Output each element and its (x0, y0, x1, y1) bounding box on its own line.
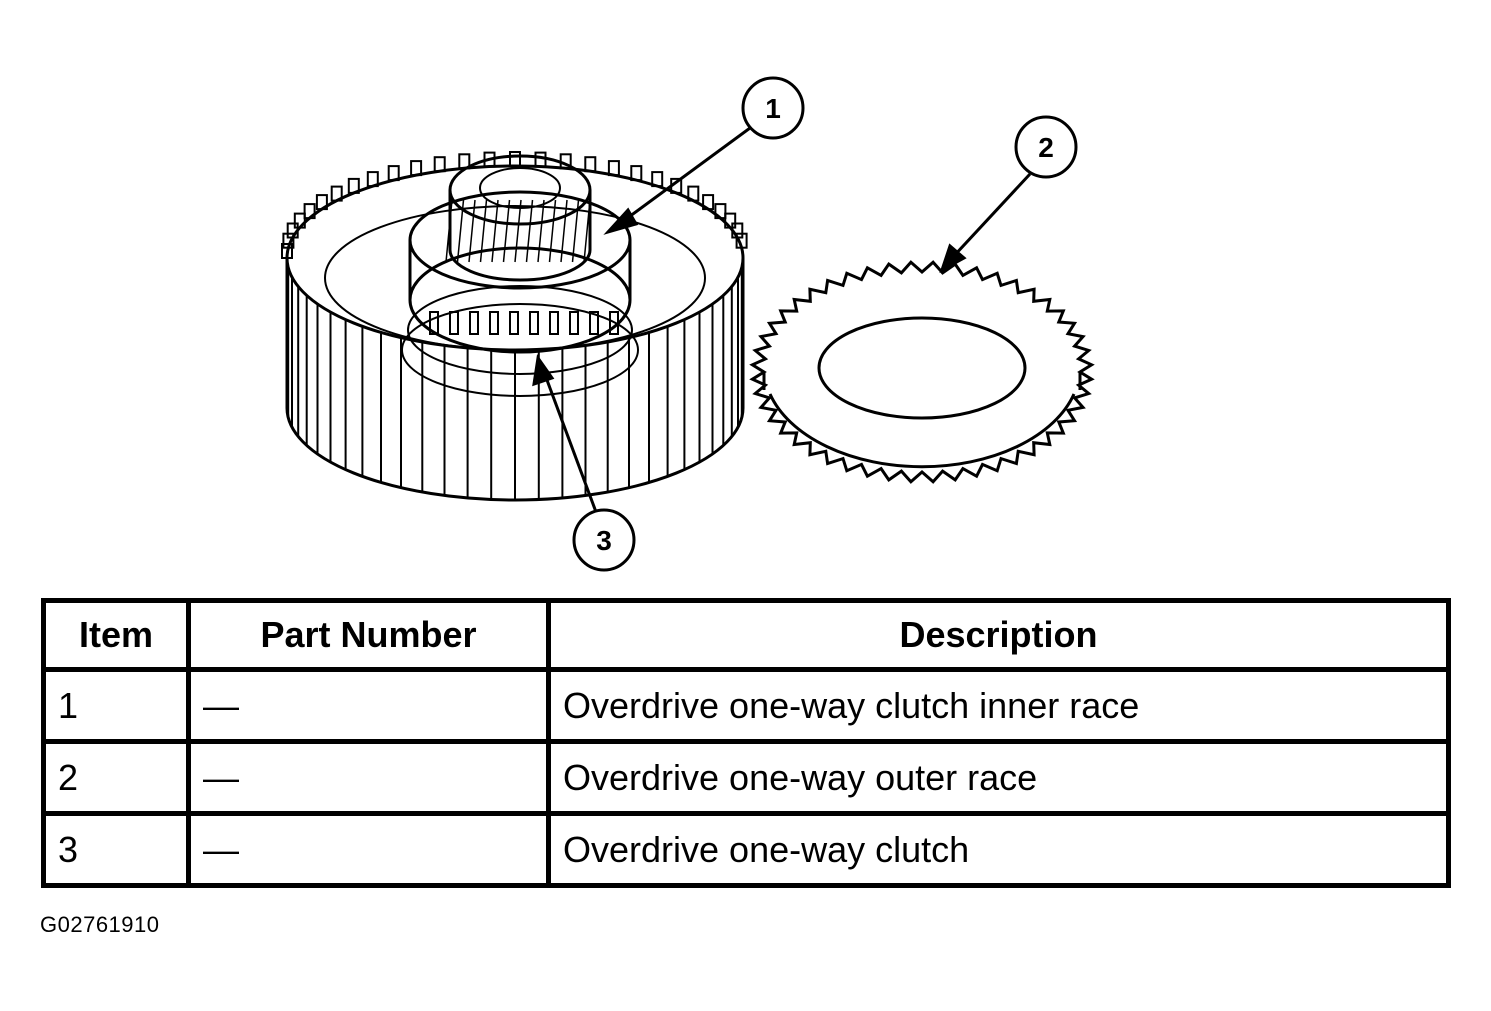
leader-line-2 (950, 172, 1032, 260)
hub-spline-tooth (584, 156, 597, 173)
ring-inner-bore (817, 316, 1027, 420)
header-item: Item (41, 598, 191, 672)
hub-spline-tooth (735, 232, 748, 249)
hub-inner-race-base (408, 246, 632, 354)
ring-lower-edge (768, 393, 1076, 469)
cell-part-number: — (186, 811, 551, 888)
hub-spline-tooth (330, 185, 343, 202)
hub-shaft-spline (514, 199, 522, 263)
hub-spline-tooth (534, 151, 547, 168)
cell-item: 3 (41, 811, 191, 888)
hub-inner-race-top (408, 190, 632, 290)
hub-shaft-spline (537, 199, 545, 263)
table-row: 3 — Overdrive one-way clutch (41, 811, 1451, 888)
hub-spline-tooth (410, 160, 423, 177)
ring-thickness-edge (762, 372, 1082, 390)
leader-line-1 (621, 126, 751, 224)
callout-circle-2 (1014, 115, 1078, 179)
arrowhead-1 (603, 207, 639, 235)
hub-shaft-spline (479, 199, 488, 263)
cell-description: Overdrive one-way clutch inner race (546, 667, 1451, 744)
hub-shaft-spline (525, 199, 534, 263)
leader-line-3 (542, 371, 598, 513)
hub-shaft-bore (479, 167, 561, 209)
hub-spline-tooth (607, 160, 620, 177)
cell-item: 1 (41, 667, 191, 744)
hub-shaft-spline (445, 199, 453, 263)
hub-shaft-top (448, 154, 592, 226)
hub-roller-slot (609, 311, 619, 335)
table-row: 1 — Overdrive one-way clutch inner race (41, 667, 1451, 744)
parts-illustration: 1 2 3 (281, 76, 1095, 572)
hub-spline-tooth (347, 177, 360, 194)
hub-roller-slot (509, 311, 519, 335)
hub-spline-tooth (687, 185, 700, 202)
clutch-hub-drawing (281, 151, 748, 502)
callout-1: 1 (741, 76, 805, 140)
arrowhead-2 (939, 243, 967, 274)
header-description: Description (546, 598, 1451, 672)
leader-lines (532, 126, 1032, 513)
outer-race-ring-drawing (749, 260, 1095, 484)
hub-clutch-band (407, 285, 633, 375)
hub-roller-slot (549, 311, 559, 335)
callout-3: 3 (572, 508, 636, 572)
hub-inner-shelf (324, 205, 706, 351)
hub-spline-tooth (724, 212, 737, 229)
callout-circle-3 (572, 508, 636, 572)
hub-roller-slot (589, 311, 599, 335)
cell-description: Overdrive one-way clutch (546, 811, 1451, 888)
hub-roller-slot (529, 311, 539, 335)
parts-table: Item Part Number Description 1 — Overdri… (41, 598, 1451, 888)
hub-spline-tooth (315, 194, 328, 211)
hub-spline-tooth (387, 165, 400, 182)
header-part-number: Part Number (186, 598, 551, 672)
hub-spline-tooth (281, 243, 293, 259)
callout-label-1: 1 (765, 93, 781, 124)
hub-spline-tooth (293, 212, 306, 229)
callout-label-3: 3 (596, 525, 612, 556)
arrowhead-3 (532, 354, 555, 387)
hub-shaft-spline (491, 199, 499, 263)
hub-roller-slot (489, 311, 499, 335)
hub-spline-tooth (714, 203, 727, 220)
callout-label-2: 2 (1038, 132, 1054, 163)
hub-spline-tooth (630, 165, 643, 182)
cell-item: 2 (41, 739, 191, 816)
hub-spline-tooth (286, 222, 299, 239)
hub-spline-tooth (702, 194, 715, 211)
cell-part-number: — (186, 667, 551, 744)
ring-outer-teeth (749, 260, 1095, 484)
cell-part-number: — (186, 739, 551, 816)
hub-roller-slot (469, 311, 479, 335)
hub-roller-slot (429, 311, 439, 335)
hub-spline-tooth (433, 156, 446, 173)
hub-roller-slot (449, 311, 459, 335)
callout-circle-1 (741, 76, 805, 140)
callout-2: 2 (1014, 115, 1078, 179)
hub-spline-tooth (651, 171, 664, 188)
hub-spline-tooth (303, 203, 316, 220)
hub-inner-race-wall (408, 240, 632, 300)
hub-shaft-spline (560, 199, 568, 263)
table-header-row: Item Part Number Description (41, 598, 1451, 672)
cell-description: Overdrive one-way outer race (546, 739, 1451, 816)
hub-shaft-spline (468, 199, 476, 263)
hub-clutch-ring (401, 303, 639, 397)
figure-id: G02761910 (40, 912, 160, 937)
hub-spline-tooth (366, 171, 379, 188)
hub-shaft-spline (502, 199, 511, 263)
hub-spline-tooth (509, 151, 521, 167)
hub-roller-slot (569, 311, 579, 335)
hub-shaft-spline (548, 199, 557, 263)
hub-shaft-spline (583, 199, 591, 263)
table-row: 2 — Overdrive one-way outer race (41, 739, 1451, 816)
